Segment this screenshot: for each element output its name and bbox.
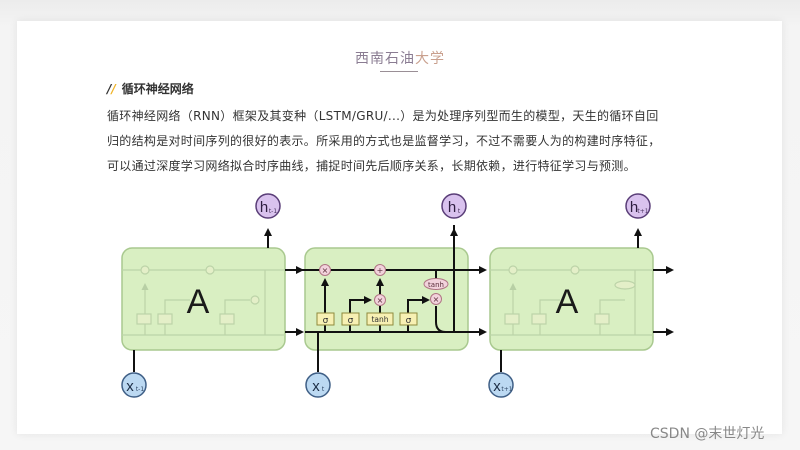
section-marker-accent-icon: /	[111, 82, 116, 96]
svg-text:t: t	[322, 386, 325, 393]
svg-text:σ: σ	[323, 316, 329, 326]
multiply-op-input: ×	[374, 294, 386, 306]
section-marker-icon: /	[107, 82, 112, 96]
university-title: 西南石油大学	[0, 48, 800, 68]
input-node-x-t-minus-1: x t-1	[121, 372, 147, 398]
svg-text:t-1: t-1	[136, 386, 145, 393]
output-node-h-t-plus-1: h t+1	[625, 193, 651, 219]
svg-text:x: x	[312, 378, 320, 395]
svg-text:σ: σ	[348, 316, 354, 326]
university-title-part2: 大学	[415, 51, 445, 67]
svg-text:t+1: t+1	[501, 386, 512, 393]
cell-label: A	[556, 283, 579, 321]
slide-page	[17, 21, 782, 434]
gate-sigma-input: σ	[341, 312, 360, 326]
university-title-part1: 西南石油	[355, 51, 415, 67]
rnn-cell-right: A	[489, 228, 674, 372]
svg-text:x: x	[126, 378, 134, 395]
add-op: +	[374, 264, 386, 276]
title-underline	[380, 71, 418, 72]
paragraph-line: 循环神经网络（RNN）框架及其变种（LSTM/GRU/...）是为处理序列型而生…	[107, 109, 659, 123]
paragraph-line: 归的结构是对时间序列的很好的表示。所采用的方式也是监督学习，不过不需要人为的构建…	[107, 134, 661, 148]
gate-sigma-forget: σ	[316, 312, 335, 326]
multiply-op-forget: ×	[319, 264, 331, 276]
section-heading: // 循环神经网络	[107, 80, 194, 97]
cell-label: A	[187, 283, 210, 321]
rnn-cell-left: A	[121, 228, 304, 372]
paragraph-line: 可以通过深度学习网络拟合时序曲线，捕捉时间先后顺序关系，长期依赖，进行特征学习与…	[107, 159, 636, 173]
svg-text:t-1: t-1	[269, 208, 278, 215]
gate-tanh: tanh	[366, 312, 394, 326]
output-node-h-t: h t	[441, 193, 467, 219]
lstm-cell-middle: × + × × tanh σ σ tanh	[285, 225, 487, 372]
output-node-h-t-minus-1: h t-1	[255, 193, 281, 219]
svg-text:t: t	[458, 208, 461, 215]
svg-text:tanh: tanh	[428, 281, 444, 289]
svg-text:h: h	[630, 199, 638, 216]
svg-text:×: ×	[377, 296, 384, 305]
tanh-op: tanh	[423, 278, 449, 290]
svg-text:tanh: tanh	[371, 315, 388, 324]
svg-text:h: h	[448, 199, 456, 216]
svg-text:t+1: t+1	[637, 208, 648, 215]
svg-text:h: h	[260, 199, 268, 216]
svg-text:×: ×	[322, 266, 329, 275]
watermark: CSDN @末世灯光	[650, 426, 765, 442]
body-paragraph: 循环神经网络（RNN）框架及其变种（LSTM/GRU/...）是为处理序列型而生…	[107, 104, 707, 179]
svg-text:×: ×	[433, 295, 440, 304]
input-node-x-t: x t	[305, 372, 331, 398]
gate-sigma-output: σ	[399, 312, 418, 326]
section-title: 循环神经网络	[121, 82, 194, 96]
input-node-x-t-plus-1: x t+1	[488, 372, 514, 398]
svg-text:+: +	[377, 266, 384, 275]
svg-text:x: x	[493, 378, 501, 395]
multiply-op-output: ×	[430, 293, 442, 305]
svg-text:σ: σ	[406, 316, 412, 326]
